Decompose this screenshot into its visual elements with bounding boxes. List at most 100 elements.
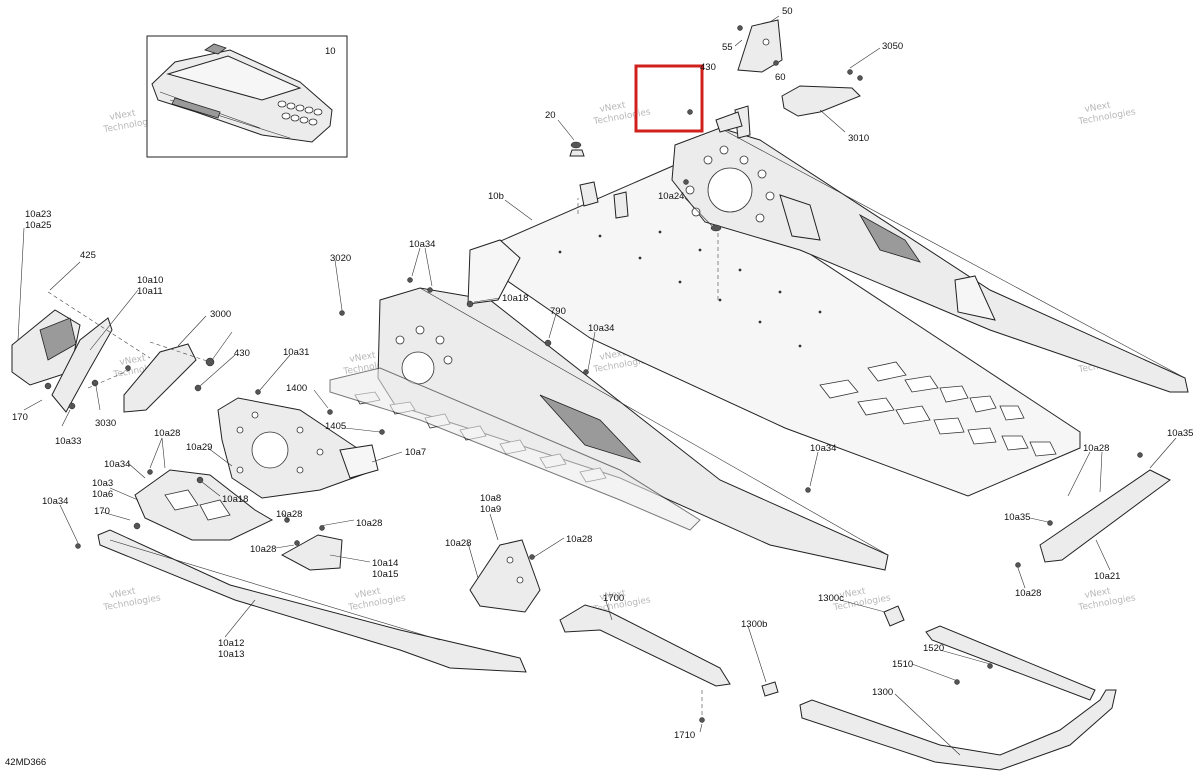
svg-text:vNext: vNext (599, 100, 627, 114)
callout-label: 10a34 (409, 239, 435, 250)
svg-text:vNext: vNext (839, 586, 867, 600)
front-plate-10a7 (217, 397, 379, 499)
callout-label: 1510 (892, 659, 913, 670)
svg-text:vNext: vNext (119, 353, 147, 367)
callout-label: 10a3 (92, 478, 113, 489)
callout-label: 10a35 (1004, 512, 1030, 523)
callout-label: 3020 (330, 253, 351, 264)
left-tunnel-side (329, 239, 889, 571)
watermark: vNext Technologies (1077, 586, 1137, 613)
svg-text:vNext: vNext (1084, 100, 1112, 114)
watermark: vNext Technologies (1077, 100, 1137, 127)
callout-label: 170 (12, 412, 28, 423)
callout-label: 10a28 (250, 544, 276, 555)
callout-label: 3050 (882, 41, 903, 52)
callout-label: 10a34 (42, 496, 68, 507)
callout-label: 10a15 (372, 569, 398, 580)
callout-label: 10a28 (356, 518, 382, 529)
watermark: vNext Technologies (102, 586, 162, 613)
callout-label: 3000 (210, 309, 231, 320)
right-tunnel-side (671, 105, 1189, 393)
callout-label: 10b (488, 191, 504, 202)
callout-label: 10a18 (502, 293, 528, 304)
callout-label: 10a24 (658, 191, 684, 202)
callout-label: 10a11 (137, 286, 163, 297)
callout-label: 10a18 (222, 494, 248, 505)
callout-label: 1300b (741, 619, 767, 630)
callout-label: 10a28 (1015, 588, 1041, 599)
svg-text:vNext: vNext (109, 586, 137, 600)
inset-vent-slots (277, 100, 323, 126)
leader-lines (17, 15, 1177, 756)
bracket-10a8 (469, 539, 541, 613)
tunnel-panel-cutouts (819, 361, 1057, 457)
callout-label: 55 (722, 42, 733, 53)
rail-1700 (559, 604, 731, 723)
callout-label: 10a34 (810, 443, 836, 454)
callout-label: 60 (775, 72, 786, 83)
callout-label: 10a28 (276, 509, 302, 520)
svg-text:vNext: vNext (1084, 586, 1112, 600)
bracket-10a21 (1015, 452, 1171, 568)
svg-text:vNext: vNext (349, 350, 377, 364)
svg-text:vNext: vNext (599, 588, 627, 602)
callout-label: 10a28 (1083, 443, 1109, 454)
bumper-1300 (761, 605, 1117, 771)
watermark: vNext Technologies (347, 586, 407, 613)
callout-label: 10a34 (104, 459, 130, 470)
rail-10a12 (97, 529, 527, 673)
callout-label: 10a35 (1167, 428, 1193, 439)
callout-label: 10a21 (1094, 571, 1120, 582)
callout-label: 1400 (286, 383, 307, 394)
callout-label: 1405 (325, 421, 346, 432)
callout-label: 10 (325, 46, 336, 57)
callout-label: 10a34 (588, 323, 614, 334)
callout-label: 10a31 (283, 347, 309, 358)
callout-label: 10a29 (186, 442, 212, 453)
highlight-box (634, 64, 704, 133)
svg-text:vNext: vNext (354, 586, 382, 600)
left-bracket-group (11, 291, 215, 413)
callout-label: 430 (234, 348, 250, 359)
callout-label: 3010 (848, 133, 869, 144)
callout-label: 790 (550, 306, 566, 317)
hardware-bolts (75, 109, 811, 560)
plate-50 (737, 19, 783, 73)
tunnel-panel-rivets (558, 230, 822, 348)
callout-label: 10a6 (92, 489, 113, 500)
lower-bracket-10a3 (133, 469, 274, 541)
callout-labels: 10 50 55 60 3050 430 3010 20 10b 10a24 1… (12, 6, 1193, 741)
callout-label: 170 (94, 506, 110, 517)
callout-label: 10a9 (480, 504, 501, 515)
callout-label: 50 (782, 6, 793, 17)
callout-label: 425 (80, 250, 96, 261)
bracket-10a14 (280, 525, 343, 571)
callout-label: 1300c (818, 593, 844, 604)
watermarks: vNext Technologies vNext Technologies vN… (102, 100, 1137, 615)
svg-text:vNext: vNext (109, 108, 137, 122)
callout-label: 10a28 (154, 428, 180, 439)
watermark: vNext Technologies (592, 100, 652, 127)
callout-label: 10a12 (218, 638, 244, 649)
callout-label: 1700 (603, 593, 624, 604)
callout-label: 430 (700, 62, 716, 73)
callout-label: 10a8 (480, 493, 501, 504)
callout-label: 1300 (872, 687, 893, 698)
callout-label: 10a10 (137, 275, 163, 286)
callout-label: 10a14 (372, 558, 398, 569)
callout-label: 1710 (674, 730, 695, 741)
callout-label: 10a33 (55, 436, 81, 447)
callout-label: 10a25 (25, 220, 51, 231)
callout-label: 10a23 (25, 209, 51, 220)
callout-label: 10a7 (405, 447, 426, 458)
handle-3010 (781, 69, 863, 117)
inset-assembly-view (146, 35, 348, 158)
diagram-code: 42MD366 (5, 757, 47, 768)
callout-label: 20 (545, 110, 556, 121)
callout-label: 10a28 (445, 538, 471, 549)
callout-label: 10a13 (218, 649, 244, 660)
tunnel-panel-10b (479, 149, 1081, 497)
callout-label: 3030 (95, 418, 116, 429)
callout-label: 10a28 (566, 534, 592, 545)
